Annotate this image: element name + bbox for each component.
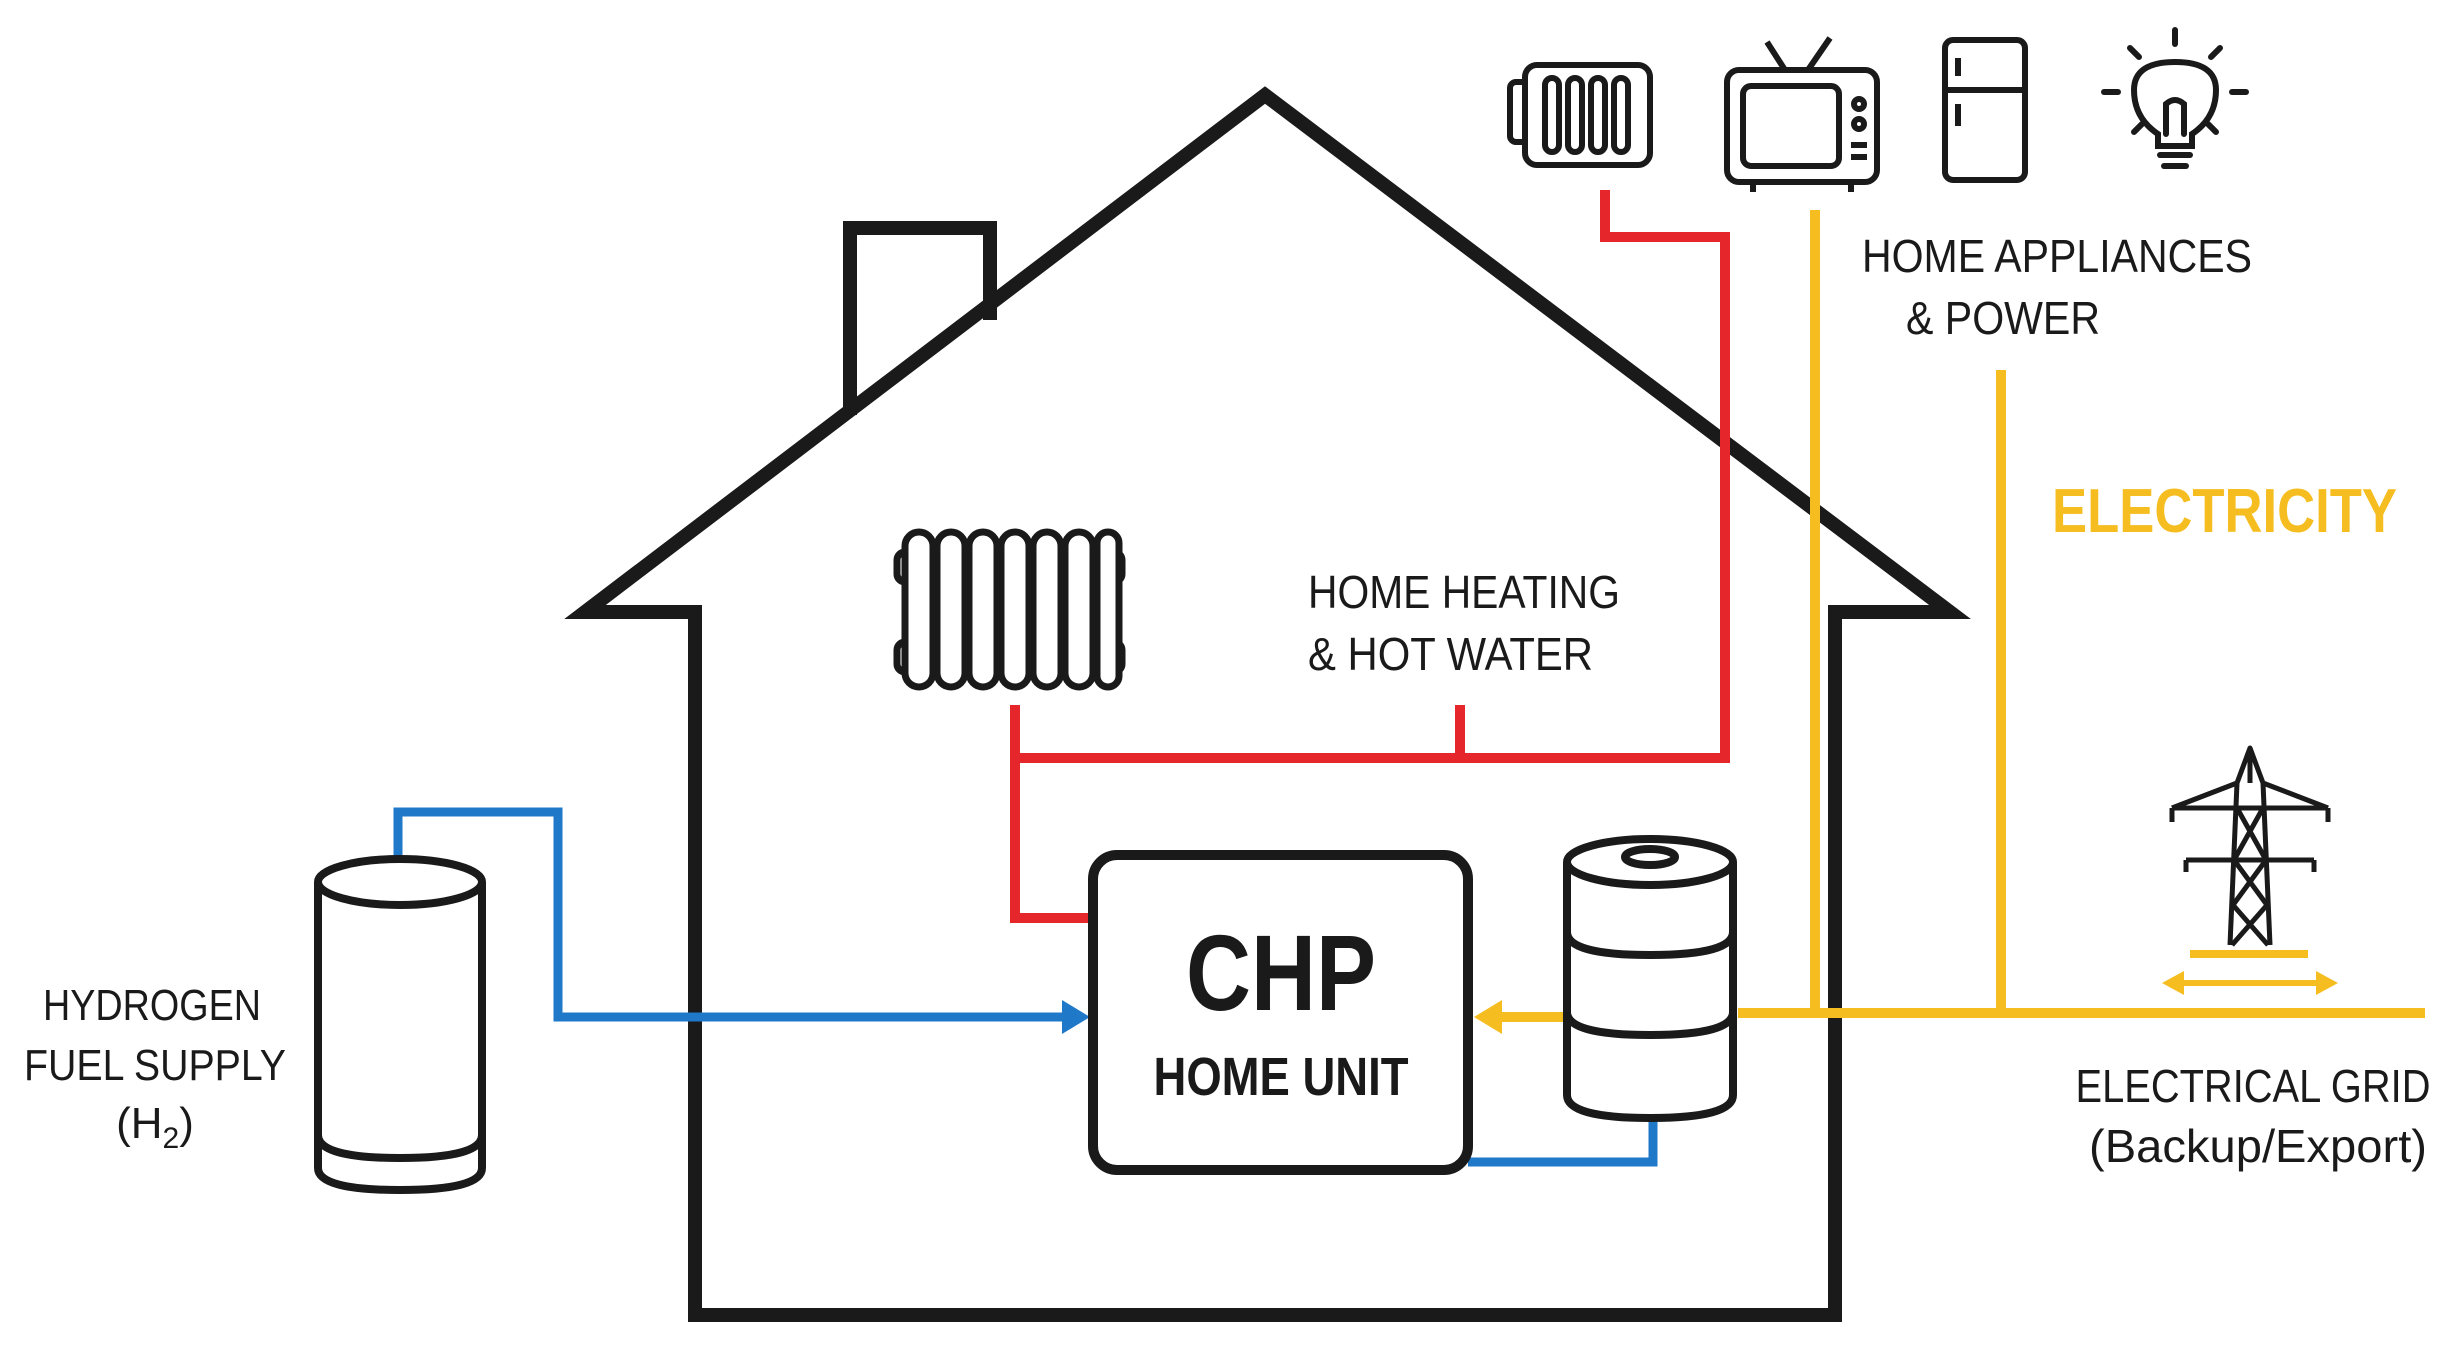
radiator-icon [893,528,1126,691]
fuel-arrow-head [1062,1000,1090,1034]
power-pylon-icon [2169,745,2331,947]
radiator-small-icon [1507,62,1653,168]
chp-subtitle: HOME UNIT [1154,1047,1409,1107]
grid-label-line1: ELECTRICAL GRID [2076,1060,2431,1112]
grid-label-line2: (Backup/Export) [2089,1120,2427,1172]
lightbulb-icon [2101,27,2249,169]
hydrogen-tank-icon [314,855,486,1195]
hydrogen-formula-open: (H [116,1099,162,1148]
appliances-label-line1: HOME APPLIANCES [1862,230,2252,282]
hydrogen-formula: (H2) [116,1099,194,1155]
hydrogen-label-line2: FUEL SUPPLY [24,1041,286,1090]
power-lines [1495,210,2425,1022]
hydrogen-formula-close: ) [179,1099,194,1148]
battery-icon [1563,835,1737,1123]
appliances-label-line2: & POWER [1906,292,2100,344]
power-arrow-head [1474,1000,1502,1034]
bidirectional-arrow [2162,971,2338,995]
hydrogen-formula-sub: 2 [163,1122,180,1155]
chp-title: CHP [1186,912,1376,1033]
tv-icon [1724,36,1880,192]
heating-label-line1: HOME HEATING [1308,566,1620,618]
fridge-icon [1942,37,2028,183]
electricity-label: ELECTRICITY [2052,477,2397,546]
chimney [843,221,997,415]
heating-label-line2: & HOT WATER [1308,628,1593,680]
heat-lines [1010,190,1730,923]
fuel-lines [393,807,1658,1167]
hydrogen-label-line1: HYDROGEN [43,981,261,1030]
chp-unit-box [1088,850,1473,1175]
house-outline [564,86,1971,1322]
